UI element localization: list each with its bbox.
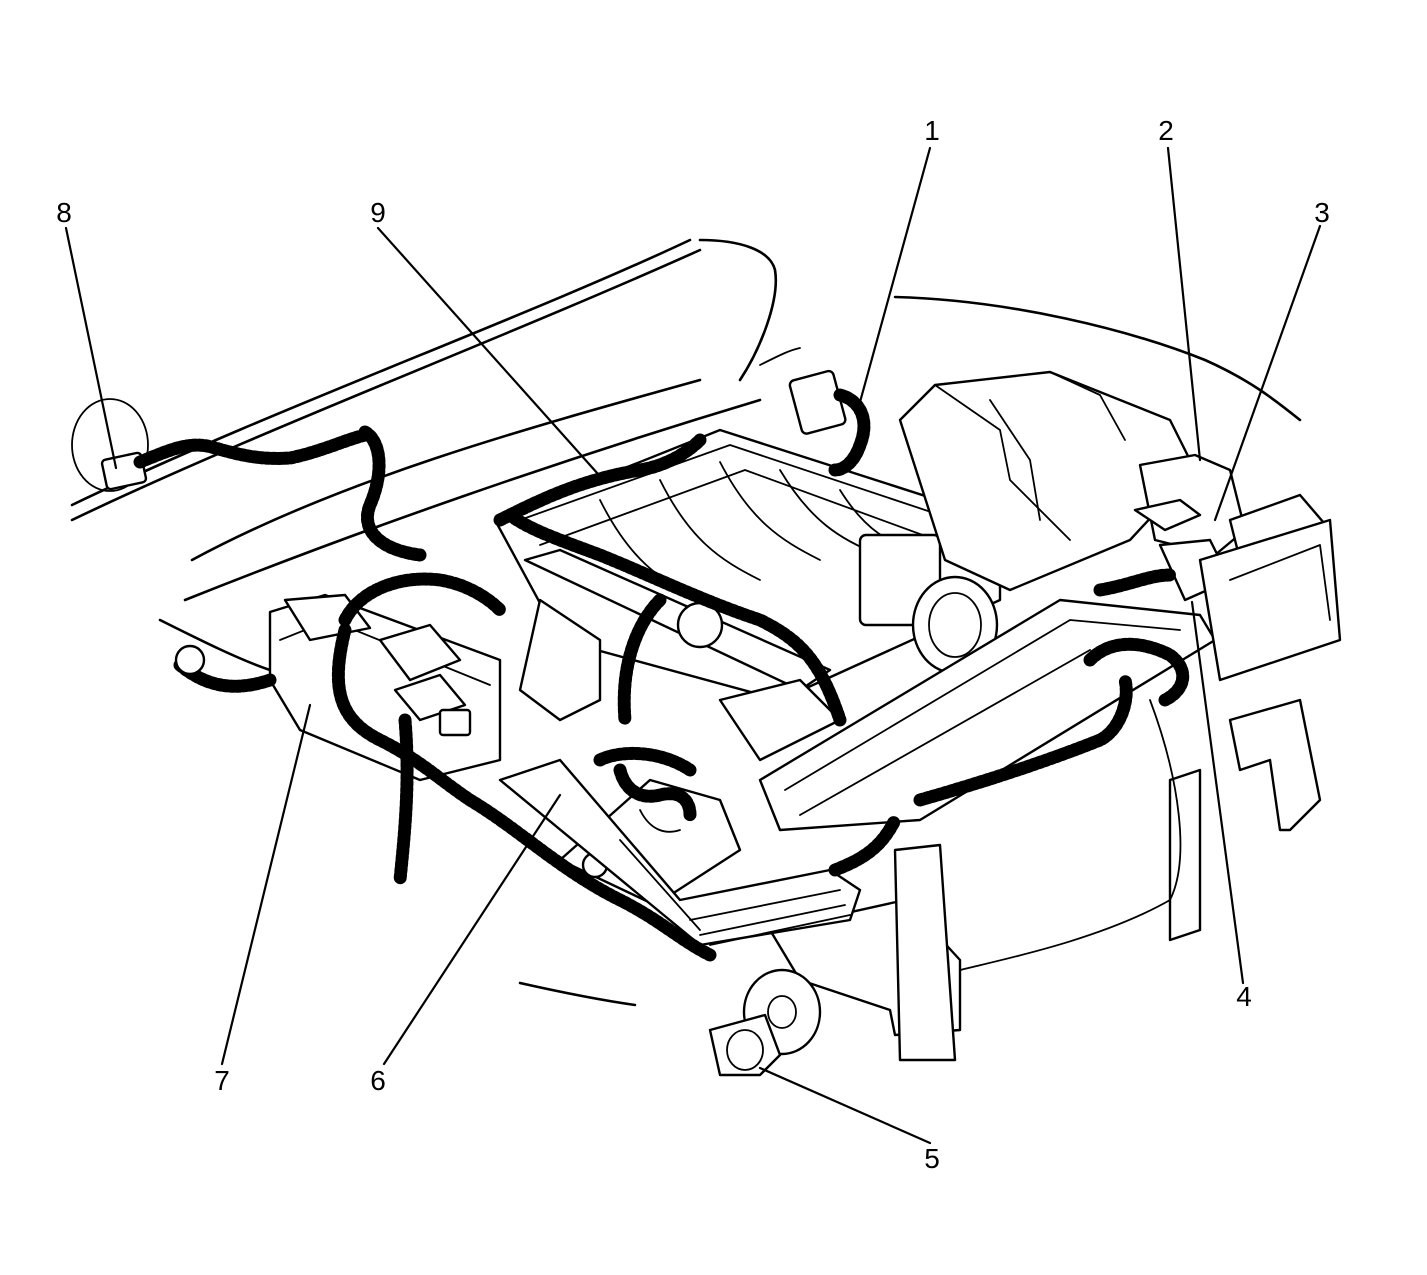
callout-2: 2 xyxy=(1158,115,1174,146)
callout-9: 9 xyxy=(370,197,386,228)
battery-tray xyxy=(268,593,502,782)
upper-sensor-connector xyxy=(759,347,871,477)
throttle-body xyxy=(858,533,999,675)
callout-labels: 1 2 3 4 5 6 7 8 9 xyxy=(56,115,1330,1174)
callout-4: 4 xyxy=(1236,981,1252,1012)
wiring-harness xyxy=(173,433,1190,962)
left-harness-connector xyxy=(71,398,427,562)
callout-5: 5 xyxy=(924,1143,940,1174)
body-outline xyxy=(70,238,1302,1007)
callout-8: 8 xyxy=(56,197,72,228)
callout-7: 7 xyxy=(214,1065,230,1096)
callout-6: 6 xyxy=(370,1065,386,1096)
callout-3: 3 xyxy=(1314,197,1330,228)
horn-assembly xyxy=(708,968,822,1077)
callout-1: 1 xyxy=(924,115,940,146)
leader-lines xyxy=(64,146,1322,1145)
lower-valance xyxy=(498,758,862,947)
